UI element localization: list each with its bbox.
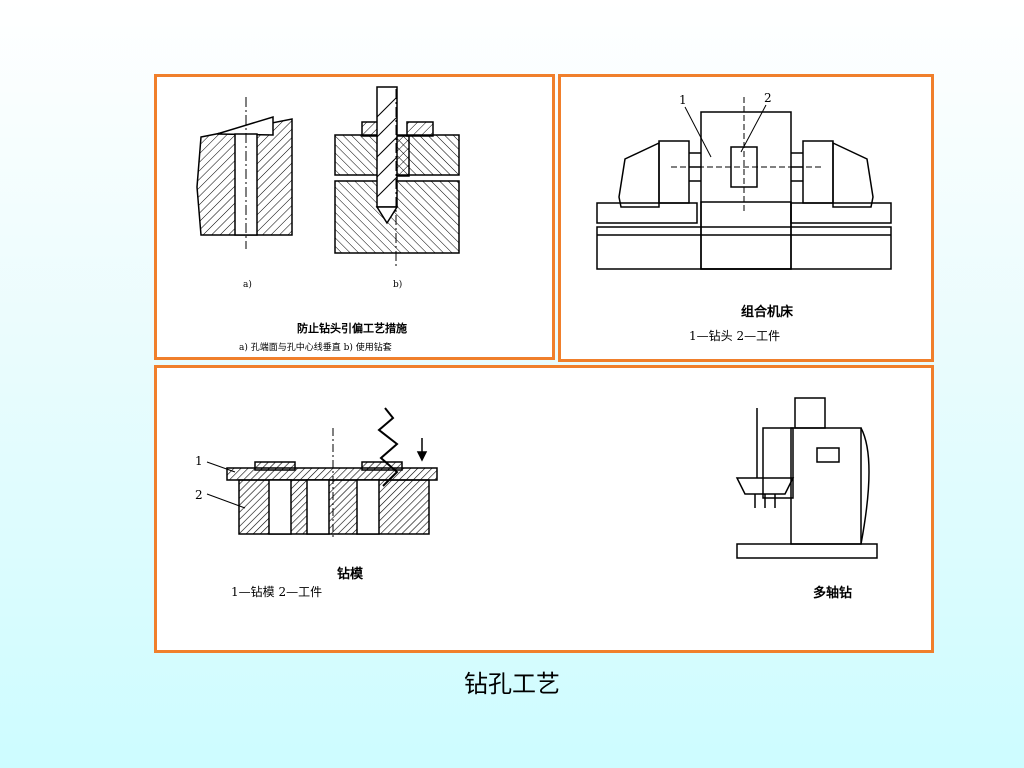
panel2-legend: 1—钻头 2—工件 bbox=[689, 329, 781, 343]
jig-callout-2: 2 bbox=[195, 488, 203, 502]
label-b: b) bbox=[393, 280, 403, 290]
jig-legend: 1—钻模 2—工件 bbox=[231, 585, 323, 599]
combination-machine-diagram bbox=[596, 97, 892, 270]
jig-title: 钻模 bbox=[337, 567, 364, 582]
drill-guiding-diagram bbox=[196, 86, 460, 267]
label-a: a) bbox=[243, 280, 252, 290]
panel1-caption: 防止钻头引偏工艺措施 bbox=[297, 322, 407, 335]
callout-2: 2 bbox=[764, 91, 772, 105]
drill-jig bbox=[206, 407, 438, 538]
panel2-title: 组合机床 bbox=[741, 305, 794, 320]
jig-callout-1: 1 bbox=[195, 454, 203, 468]
multi-spindle-title: 多轴钻 bbox=[813, 586, 853, 601]
callout-1: 1 bbox=[679, 93, 687, 107]
panel-drill-guiding: a) b) 防止钻头引偏工艺措施 a) 孔端面与孔中心线垂直 b) 使用钻套 bbox=[154, 74, 555, 360]
panel-combination-machine: 1 2 组合机床 1—钻头 2—工件 bbox=[558, 74, 934, 362]
figure-b bbox=[334, 86, 460, 267]
page-caption: 钻孔工艺 bbox=[464, 670, 560, 698]
panel-jig-and-multispindle: 1 2 钻模 1—钻模 2—工件 多轴钻 bbox=[154, 365, 934, 653]
multi-spindle-drill bbox=[735, 397, 878, 559]
panel1-subcaption: a) 孔端面与孔中心线垂直 b) 使用钻套 bbox=[239, 343, 392, 353]
jig-and-multispindle-diagram bbox=[206, 397, 878, 559]
figure-a bbox=[196, 97, 293, 249]
